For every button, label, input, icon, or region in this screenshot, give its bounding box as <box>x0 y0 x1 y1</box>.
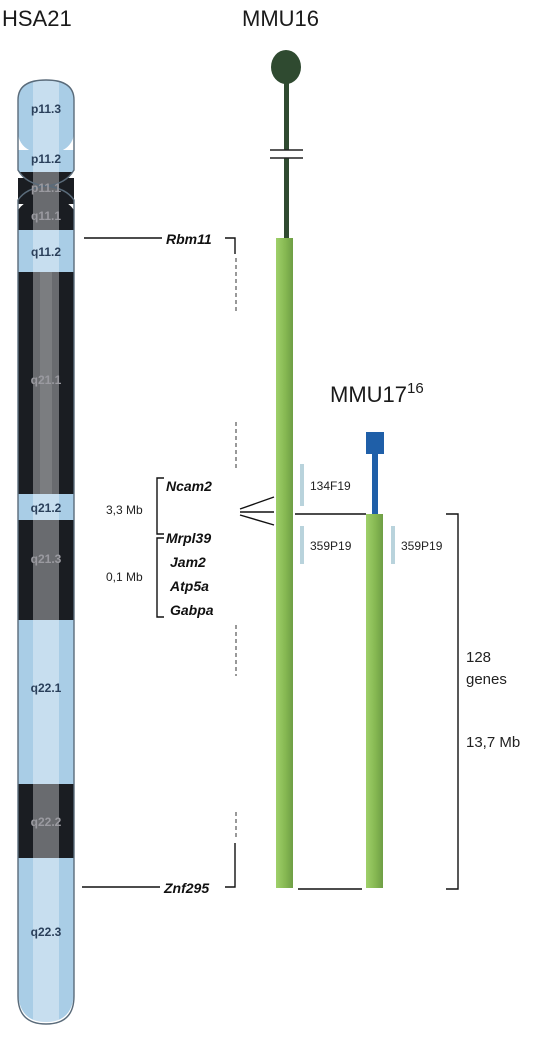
clone-label-mmu17-359p19: 359P19 <box>401 539 443 553</box>
gene-mrpl39: Mrpl39 <box>166 530 211 546</box>
summary-count: 128 <box>466 649 491 666</box>
summary-unit: genes <box>466 671 507 688</box>
gene-rbm11: Rbm11 <box>166 231 212 247</box>
mmu16-title: MMU16 <box>242 6 319 31</box>
band-p11-2 <box>18 138 74 172</box>
gene-znf295: Znf295 <box>163 880 209 896</box>
mmu16-syntenic-region <box>276 238 293 888</box>
mmu17-centromere <box>366 432 384 454</box>
hsa21-title: HSA21 <box>2 6 72 31</box>
mmu16-stalk <box>284 82 289 240</box>
mmu17-title-base: MMU17 <box>330 382 407 407</box>
summary-size: 13,7 Mb <box>466 734 520 751</box>
gene-atp5a: Atp5a <box>169 578 209 594</box>
band-q21-2 <box>18 494 74 520</box>
mmu16-centromere <box>271 50 301 84</box>
clone-label-mmu16-359p19: 359P19 <box>310 539 352 553</box>
znf295-right-bracket <box>225 843 236 888</box>
band-q22-2 <box>18 784 74 858</box>
hsa21-chromosome <box>18 80 74 1022</box>
band-label-q22-1: q22.1 <box>31 681 62 695</box>
gene-ncam2: Ncam2 <box>166 478 212 494</box>
clone-marker-134f19 <box>300 464 304 506</box>
band-q21-3 <box>18 520 74 620</box>
clone-marker-mmu16-359p19 <box>300 526 304 564</box>
band-label-q22-2: q22.2 <box>31 815 62 829</box>
band-q11-1 <box>18 196 74 230</box>
mmu17-chromosome <box>366 432 384 888</box>
band-q22-3 <box>18 858 74 1022</box>
band-label-p11-1: p11.1 <box>31 181 61 195</box>
gene-jam2: Jam2 <box>170 554 206 570</box>
chromosome-outline <box>17 79 75 1025</box>
fan-line-lower <box>239 514 275 526</box>
band-label-p11-2: p11.2 <box>31 152 61 166</box>
fan-line-upper <box>239 496 275 510</box>
mmu17-title: MMU1716 <box>330 380 424 407</box>
chromosome-inner-stripe <box>40 272 52 494</box>
distance-ncam2-mrpl39: 3,3 Mb <box>106 503 143 517</box>
band-q11-2 <box>18 230 74 272</box>
gene-gabpa: Gabpa <box>170 602 214 618</box>
mmu16-chromosome <box>270 50 303 888</box>
clone-label-134f19: 134F19 <box>310 479 351 493</box>
mmu16-break-gap <box>270 150 303 158</box>
mmu17-stalk <box>372 454 378 516</box>
bracket-ncam2-mrpl39 <box>156 477 164 535</box>
band-q22-1 <box>18 620 74 784</box>
mmu17-syntenic-region <box>366 514 383 888</box>
band-label-q21-1: q21.1 <box>31 373 62 387</box>
band-label-q11-2: q11.2 <box>31 245 61 259</box>
bracket-mrpl39-gabpa <box>156 537 164 618</box>
mmu17-title-superscript: 16 <box>407 380 424 397</box>
distance-mrpl39-gabpa: 0,1 Mb <box>106 570 143 584</box>
region-bracket <box>446 513 459 890</box>
clone-marker-mmu17-359p19 <box>391 526 395 564</box>
chromosome-highlight <box>33 80 59 1022</box>
band-q21-1 <box>18 272 74 494</box>
band-label-q11-1: q11.1 <box>31 209 61 223</box>
rbm11-right-bracket <box>225 237 236 254</box>
band-label-q21-3: q21.3 <box>31 552 62 566</box>
band-label-p11-3: p11.3 <box>31 102 61 116</box>
band-label-q22-3: q22.3 <box>31 925 62 939</box>
band-label-q21-2: q21.2 <box>31 501 62 515</box>
